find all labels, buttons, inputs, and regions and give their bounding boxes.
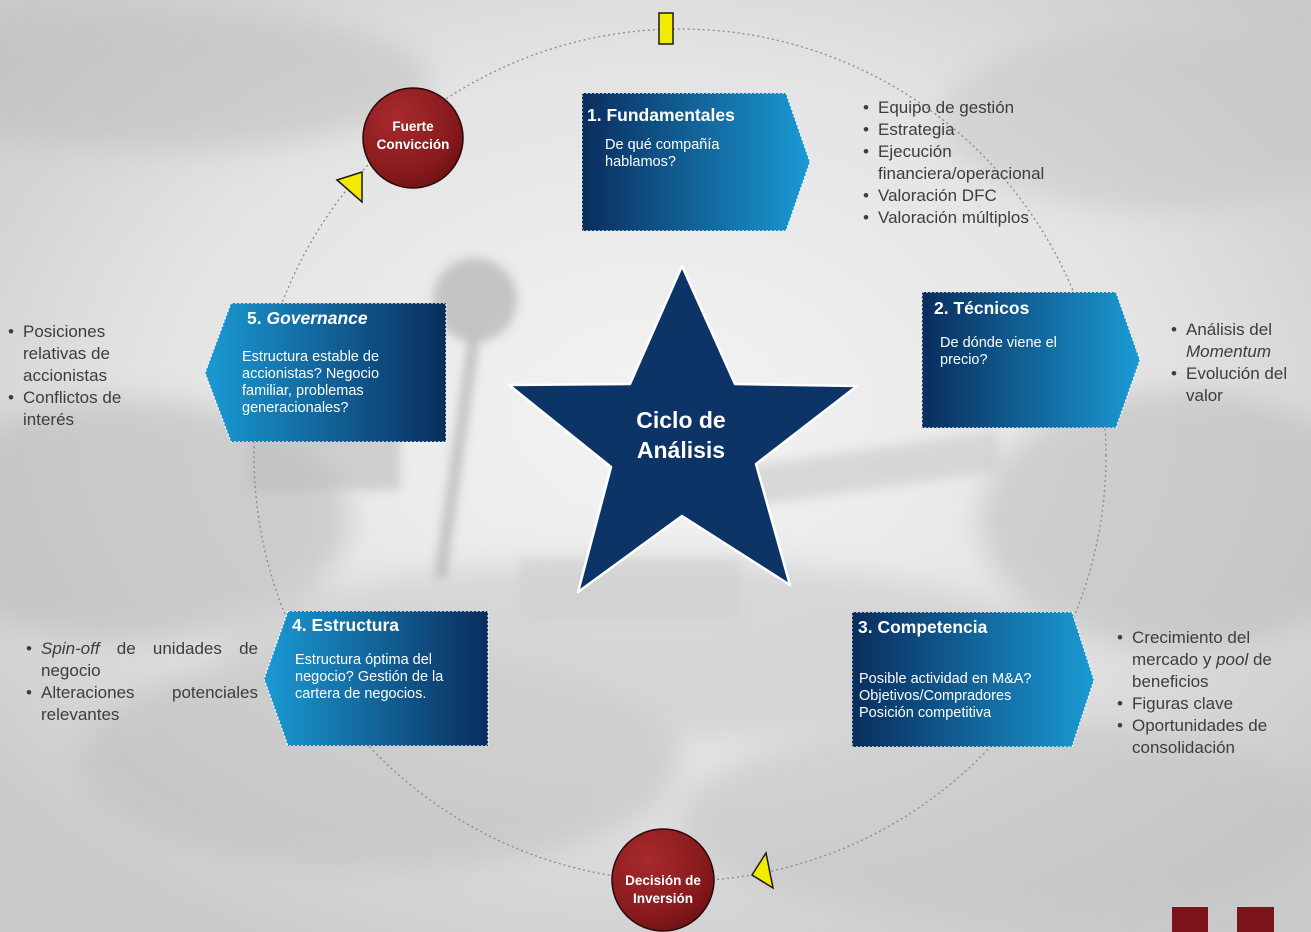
list-item: Valoración múltiplos (861, 207, 1101, 229)
bottom-arrow-marker-icon (750, 851, 775, 890)
competencia-title: 3. Competencia (858, 617, 988, 637)
list-item: Valoración DFC (861, 185, 1101, 207)
estructura-desc: Estructura óptima del negocio? Gestión d… (295, 652, 444, 702)
conviction-circle (362, 87, 464, 189)
box-estructura: 4. Estructura Estructura óptima del nego… (262, 611, 490, 746)
list-item: Alteraciones potenciales relevantes (24, 682, 258, 726)
conviction-line1: Fuerte (392, 119, 434, 134)
fundamentales-title: 1. Fundamentales (587, 105, 735, 125)
list-item: Crecimiento del mercado y pool de benefi… (1115, 627, 1311, 693)
estructura-bullets: Spin-off de unidades de negocio Alteraci… (24, 638, 258, 726)
decision-label: Decisión de Inversión (610, 872, 716, 908)
governance-title-word: Governance (266, 308, 368, 328)
center-label-line2: Análisis (636, 437, 726, 463)
fundamentales-bullets: Equipo de gestión Estrategia Ejecución f… (861, 97, 1101, 229)
estructura-item1-em: Spin-off (41, 639, 100, 658)
list-item: Figuras clave (1115, 693, 1311, 715)
list-item: Conflictos de interés (6, 387, 156, 431)
governance-bullets: Posiciones relativas de accionistas Conf… (6, 321, 156, 431)
decision-circle (611, 828, 715, 932)
decision-line2: Inversión (632, 891, 694, 906)
box-governance: 5. Governance Estructura estable de acci… (203, 303, 448, 442)
box-tecnicos: 2. Técnicos De dónde viene el precio? (922, 292, 1142, 428)
corner-square-left (1172, 907, 1208, 932)
list-item: Oportunidades de consolidación (1115, 715, 1311, 759)
center-star-label: Ciclo de Análisis (606, 405, 756, 465)
conviction-line2: Convicción (376, 137, 450, 152)
competencia-bullets: Crecimiento del mercado y pool de benefi… (1115, 627, 1311, 759)
competencia-desc-line1: Posible actividad en M&A? (859, 671, 1032, 687)
box-competencia: 3. Competencia Posible actividad en M&A?… (852, 612, 1096, 747)
list-item: Análisis del Momentum (1169, 319, 1311, 363)
tecnicos-desc: De dónde viene el precio? (940, 335, 1057, 368)
decision-line1: Decisión de (625, 873, 701, 888)
center-label-line1: Ciclo de (636, 407, 726, 433)
list-item: Posiciones relativas de accionistas (6, 321, 156, 387)
estructura-item1-text: de unidades de negocio (41, 639, 258, 680)
left-arrow-marker-icon (335, 170, 363, 204)
competencia-item1-em: pool (1216, 650, 1249, 669)
list-item: Evolución del valor (1169, 363, 1311, 407)
list-item: Equipo de gestión (861, 97, 1101, 119)
box-fundamentales: 1. Fundamentales De qué compañía hablamo… (582, 93, 812, 231)
tecnicos-item1-text: Análisis del (1186, 320, 1272, 339)
competencia-item1-text: Crecimiento del mercado y (1132, 628, 1251, 669)
competencia-desc-line3: Posición competitiva (859, 705, 992, 721)
corner-square-right (1237, 907, 1274, 932)
fundamentales-desc: De qué compañía hablamos? (605, 137, 720, 170)
tecnicos-title: 2. Técnicos (934, 298, 1030, 318)
list-item: Estrategia (861, 119, 1101, 141)
competencia-desc: Posible actividad en M&A? Objetivos/Comp… (859, 671, 1089, 722)
list-item: Ejecución financiera/operacional (861, 141, 1044, 185)
governance-desc: Estructura estable de accionistas? Negoc… (242, 349, 380, 416)
governance-title-number: 5. (247, 308, 267, 328)
conviction-label: Fuerte Convicción (363, 118, 463, 154)
list-item: Spin-off de unidades de negocio (24, 638, 258, 682)
governance-title: 5. Governance (247, 308, 368, 329)
top-marker-icon (658, 12, 674, 45)
competencia-desc-line2: Objetivos/Compradores (859, 688, 1012, 704)
tecnicos-item1-em: Momentum (1186, 342, 1272, 361)
estructura-title: 4. Estructura (292, 615, 399, 635)
tecnicos-bullets: Análisis del Momentum Evolución del valo… (1169, 319, 1311, 407)
competencia-item1-post: de beneficios (1132, 650, 1272, 691)
